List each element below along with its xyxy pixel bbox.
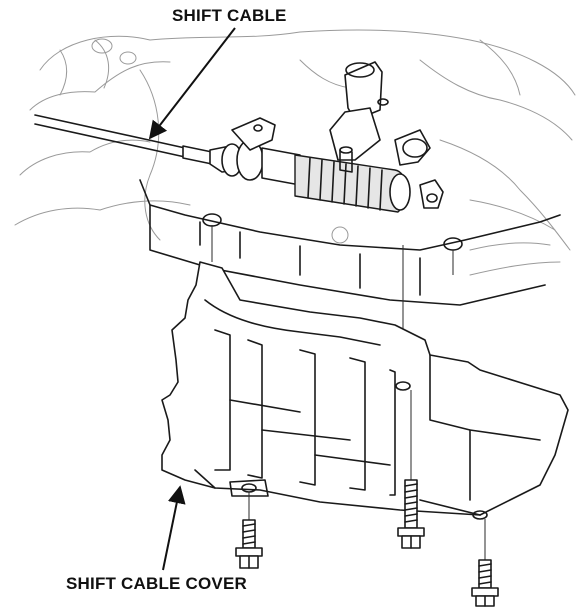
mounting-bolt-middle [397, 390, 425, 549]
mounting-bolt-left [235, 492, 263, 569]
shift-cable-cover-leader-arrow [162, 485, 186, 571]
mounting-bolt-right [471, 519, 499, 607]
shift-cable [34, 61, 444, 213]
shift-cable-cover-label: SHIFT CABLE COVER [66, 574, 247, 593]
shift-cable-leader-arrow [148, 27, 236, 140]
transmission-housing [14, 29, 576, 251]
transmission-lower-case [139, 179, 561, 306]
shift-cable-cover [161, 261, 569, 520]
shift-cable-label: SHIFT CABLE [172, 6, 287, 25]
